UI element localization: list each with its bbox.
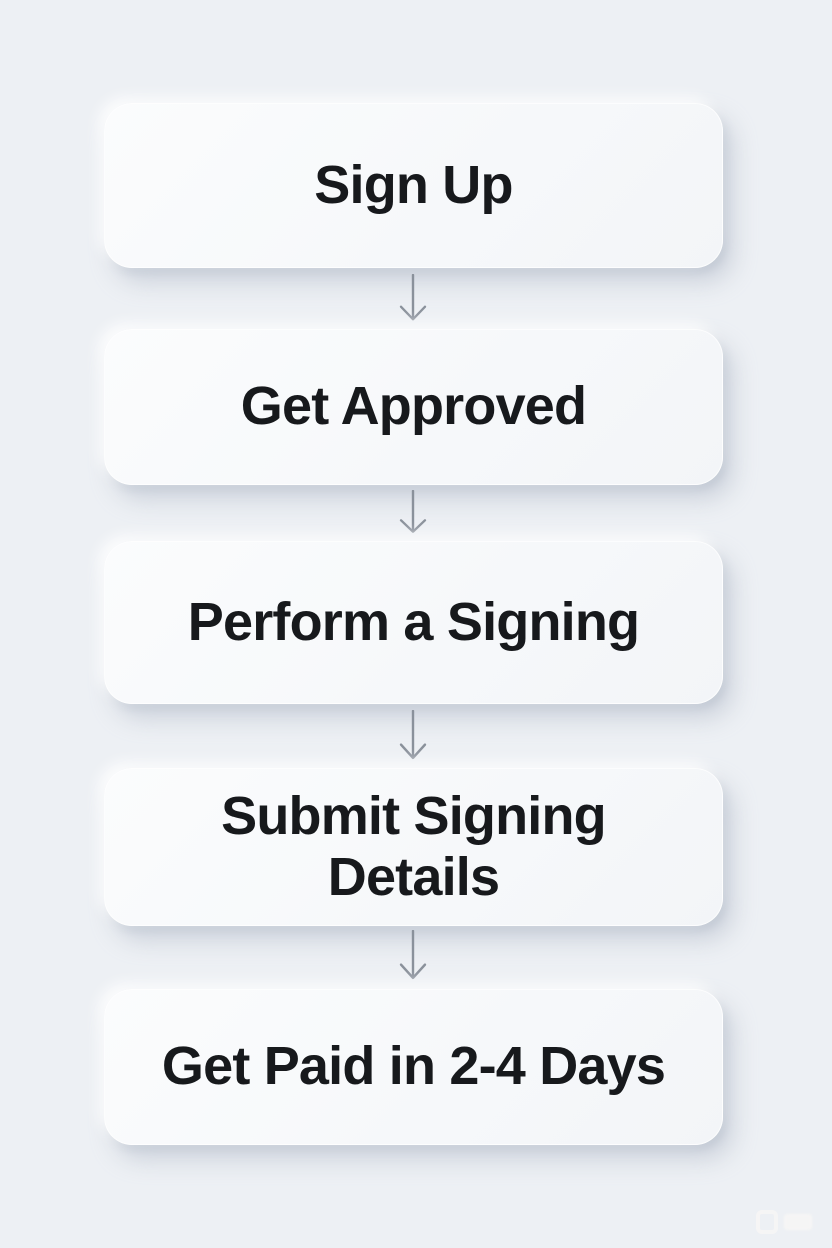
flow-step-get-paid: Get Paid in 2-4 Days — [104, 989, 723, 1145]
watermark-bar-icon — [784, 1214, 812, 1230]
watermark-square-icon — [756, 1210, 778, 1234]
step-label: Sign Up — [314, 154, 513, 215]
step-label: Get Approved — [240, 376, 587, 437]
step-label: Perform a Signing — [187, 591, 640, 652]
arrow-down-icon — [393, 490, 433, 538]
arrow-down-icon — [393, 274, 433, 326]
arrow-down-icon — [393, 710, 433, 765]
watermark — [756, 1208, 814, 1238]
step-label: Submit Signing Details — [221, 785, 607, 907]
arrow-down-icon — [393, 930, 433, 985]
flow-step-get-approved: Get Approved — [104, 329, 723, 485]
flow-step-perform-signing: Perform a Signing — [104, 541, 723, 704]
flow-step-sign-up: Sign Up — [104, 103, 723, 268]
flow-step-submit-details: Submit Signing Details — [104, 768, 723, 926]
step-label: Get Paid in 2-4 Days — [161, 1036, 666, 1097]
